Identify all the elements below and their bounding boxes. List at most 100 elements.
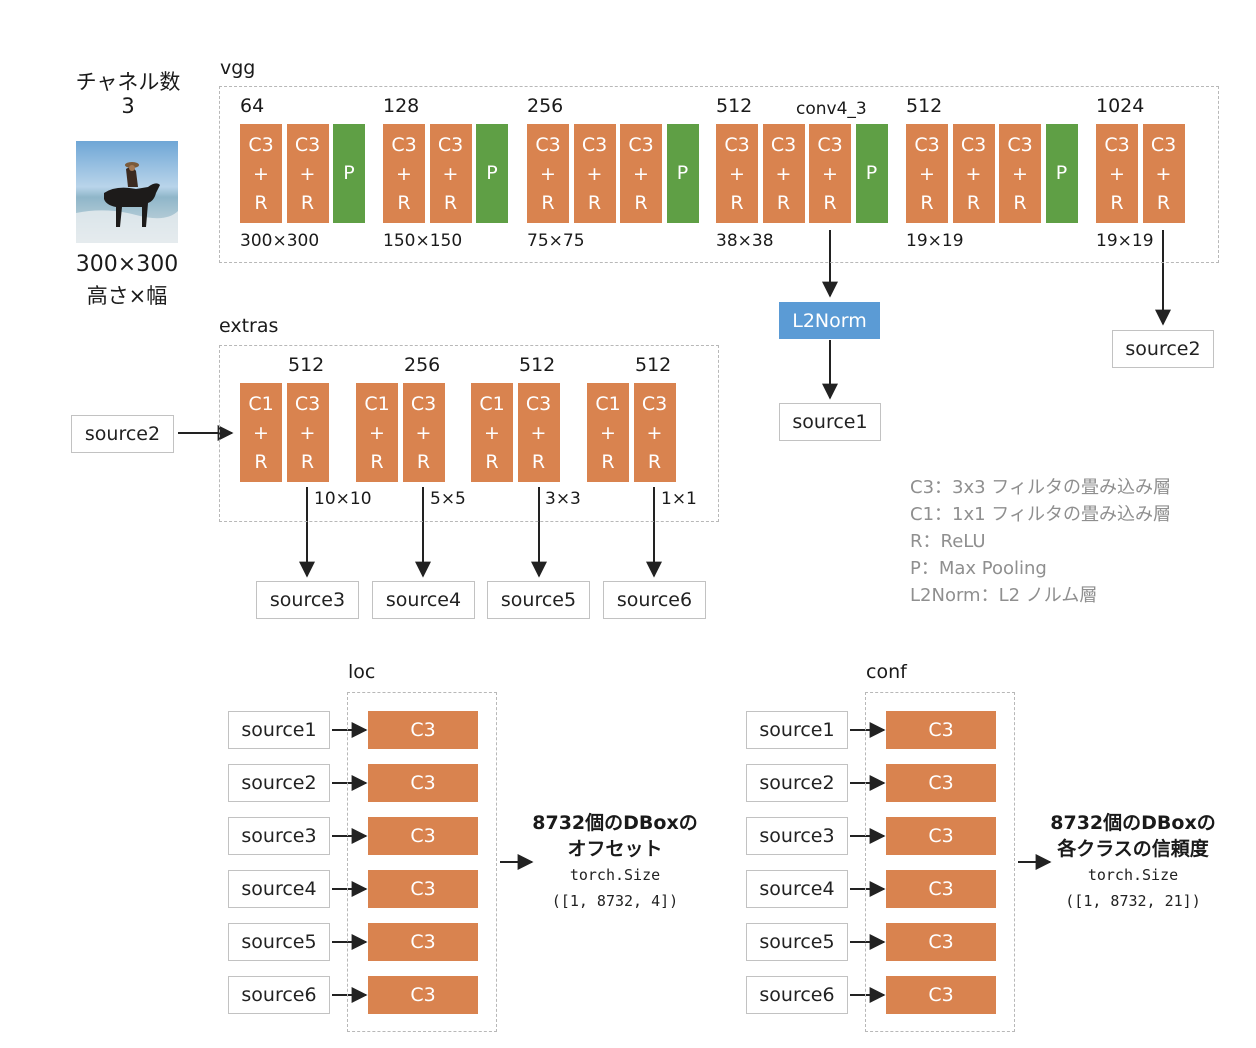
vgg-block-5-conv-1-conv: C3 (1150, 134, 1177, 156)
conf-conv-2: C3 (886, 764, 996, 802)
vgg-block-2-conv-0-plus: + (540, 163, 556, 185)
channel-count-label: チャネル数 (75, 70, 181, 94)
extras-block-3-conv3-conv: C3 (641, 393, 668, 415)
input-size-label: 300×300 (75, 252, 179, 277)
legend-item-c1: C1：1x1 フィルタの畳み込み層 (910, 504, 1171, 525)
extras-block-0-conv3: C3+R (286, 383, 329, 482)
extras-output-0-box: source3 (256, 581, 359, 619)
input-size-desc: 高さ×幅 (86, 284, 168, 308)
vgg-block-3-pool: P (855, 124, 888, 223)
vgg-block-1-conv-0-plus: + (396, 163, 412, 185)
vgg-container (219, 86, 1219, 263)
extras-block-1-conv3-conv: C3 (410, 393, 437, 415)
vgg-block-3-conv-1-conv: C3 (770, 134, 797, 156)
vgg-block-2-conv-1-conv: C3 (581, 134, 608, 156)
vgg-block-4-channels: 512 (906, 95, 943, 117)
vgg-block-2-conv-2-relu: R (634, 192, 648, 214)
extras-block-0-conv3-conv: C3 (294, 393, 321, 415)
input-photo-icon (76, 141, 178, 243)
conf-conv-3: C3 (886, 817, 996, 855)
conf-output-shape: ([1, 8732, 21]) (1065, 892, 1201, 910)
vgg-block-3-conv-0-conv: C3 (724, 134, 750, 156)
vgg-block-1-pool-label: P (486, 162, 498, 184)
conv4-3-marker: conv4_3 (796, 99, 867, 119)
extras-block-2-conv3-relu: R (531, 451, 546, 473)
vgg-block-4-conv-1: C3+R (952, 124, 995, 223)
vgg-block-3-conv-2-relu: R (823, 192, 837, 214)
extras-block-3-conv1-relu: R (601, 451, 615, 473)
vgg-block-4-conv-1-relu: R (966, 192, 981, 214)
vgg-block-5-size: 19×19 (1096, 231, 1154, 251)
vgg-block-2-pool: P (666, 124, 699, 223)
extras-block-1-conv1-relu: R (370, 451, 384, 473)
vgg-block-0-channels: 64 (240, 95, 265, 117)
loc-source-5-box: source5 (228, 923, 330, 961)
vgg-block-5-conv-0-plus: + (1109, 163, 1125, 185)
extras-block-2-conv1-conv: C1 (479, 393, 505, 415)
vgg-block-1-conv-0: C3+R (383, 124, 425, 223)
vgg-block-4-conv-1-conv: C3 (960, 134, 987, 156)
loc-output-shape: ([1, 8732, 4]) (551, 892, 679, 910)
vgg-block-5-conv-1-plus: + (1155, 163, 1172, 185)
vgg-block-1-conv-1-conv: C3 (437, 134, 464, 156)
extras-block-3-conv3: C3+R (633, 383, 676, 482)
vgg-block-2-conv-0: C3+R (527, 124, 569, 223)
vgg-block-2-conv-0-conv: C3 (535, 134, 561, 156)
conf-conv-4: C3 (886, 870, 996, 908)
extras-block-1-conv1-plus: + (369, 422, 385, 444)
conf-source-5-box: source5 (746, 923, 848, 961)
vgg-block-4-conv-0: C3+R (906, 124, 948, 223)
conf-source-4-box: source4 (746, 870, 848, 908)
vgg-block-0-conv-0-plus: + (253, 163, 269, 185)
vgg-block-2-conv-2: C3+R (620, 124, 662, 223)
vgg-block-4-conv-0-plus: + (919, 163, 935, 185)
vgg-block-0-conv-1-plus: + (299, 163, 316, 185)
extras-block-3-channels: 512 (635, 354, 672, 376)
vgg-block-2-channels: 256 (527, 95, 564, 117)
extras-output-1-box: source4 (372, 581, 475, 619)
loc-output-line1: 8732個のDBoxの (532, 812, 698, 834)
legend: C3：3x3 フィルタの畳み込み層 C1：1x1 フィルタの畳み込み層 R：Re… (910, 474, 1171, 609)
vgg-block-4-conv-2-plus: + (1012, 163, 1028, 185)
extras-output-2-box: source5 (487, 581, 590, 619)
conf-output-shape-label: torch.Size (1087, 866, 1179, 884)
vgg-block-3-conv-2-conv: C3 (817, 134, 843, 156)
vgg-block-5-conv-0-conv: C3 (1104, 134, 1130, 156)
vgg-block-5-conv-0: C3 + R (1096, 124, 1138, 223)
vgg-block-4-pool-label: P (1055, 162, 1068, 184)
extras-block-1-size: 5×5 (430, 489, 466, 509)
vgg-block-1-conv-0-conv: C3 (391, 134, 417, 156)
extras-title: extras (219, 315, 279, 337)
vgg-block-3-conv-0-plus: + (729, 163, 745, 185)
vgg-block-3-conv-0: C3 + R (716, 124, 758, 223)
loc-conv-5: C3 (368, 923, 478, 961)
extras-block-3-conv3-plus: + (646, 422, 663, 444)
vgg-block-1-conv-1-relu: R (443, 192, 458, 214)
extras-block-2-channels: 512 (519, 354, 556, 376)
extras-block-3-conv1: C1+R (587, 383, 629, 482)
conf-output: 8732個のDBoxの 各クラスの信頼度 torch.Size ([1, 873… (1038, 810, 1228, 914)
vgg-block-1-conv-1-plus: + (442, 163, 459, 185)
vgg-block-5-conv-0-relu: R (1110, 192, 1124, 214)
loc-source-6-box: source6 (228, 976, 330, 1014)
vgg-block-1-channels: 128 (383, 95, 420, 117)
vgg-block-1-conv-1: C3 + R (429, 124, 472, 223)
conf-output-line1: 8732個のDBoxの (1050, 812, 1216, 834)
vgg-block-1-pool: P (476, 124, 508, 223)
vgg-block-4-pool: P (1045, 124, 1078, 223)
loc-source-2-box: source2 (228, 764, 330, 802)
loc-conv-3: C3 (368, 817, 478, 855)
vgg-block-4-size: 19×19 (906, 231, 964, 251)
vgg-block-0-size: 300×300 (240, 231, 320, 251)
vgg-block-2-pool-label: P (676, 162, 689, 184)
loc-title: loc (348, 661, 376, 683)
l2norm-layer: L2Norm (779, 302, 880, 339)
loc-source-1-box: source1 (228, 711, 330, 749)
extras-block-0-conv1-relu: R (254, 451, 268, 473)
extras-block-1-conv1: C1+R (356, 383, 398, 482)
vgg-block-3-size: 38×38 (716, 231, 774, 251)
loc-conv-4: C3 (368, 870, 478, 908)
extras-block-2-size: 3×3 (545, 489, 581, 509)
vgg-block-3-conv-0-relu: R (730, 192, 744, 214)
